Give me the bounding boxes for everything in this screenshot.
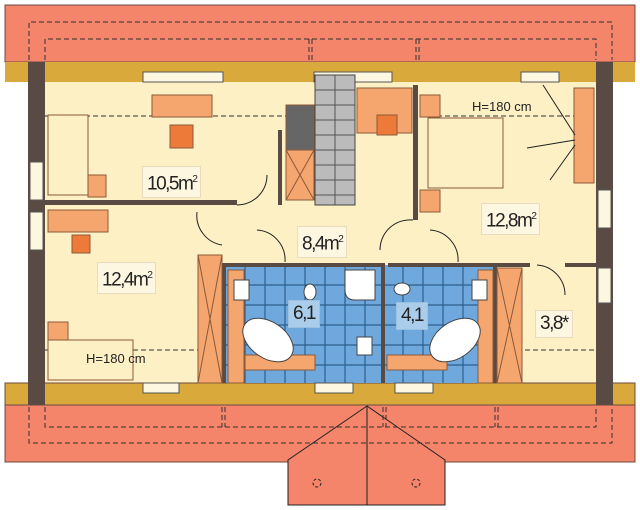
area-unit: m bbox=[177, 173, 194, 195]
area-unit: m bbox=[516, 210, 533, 232]
room-area-label: 10,5m2 bbox=[142, 166, 202, 199]
shower bbox=[344, 269, 376, 301]
nightstand bbox=[419, 94, 441, 118]
toilet bbox=[303, 283, 317, 301]
height-note: H=180 cm bbox=[472, 99, 532, 114]
chimney-vent bbox=[312, 478, 322, 488]
room-area-label: 4,1 bbox=[396, 302, 428, 330]
area-value: 12,4 bbox=[102, 269, 134, 291]
bathtub-1 bbox=[242, 317, 294, 363]
room-area-label: 6,1 bbox=[288, 300, 320, 328]
chair bbox=[71, 234, 91, 254]
chimney-vent bbox=[411, 478, 421, 488]
sink bbox=[471, 279, 488, 301]
height-note: H=180 cm bbox=[86, 351, 146, 366]
nightstand bbox=[87, 174, 107, 198]
area-value: 3,8* bbox=[540, 313, 569, 334]
area-unit: m bbox=[132, 269, 149, 291]
chair bbox=[169, 124, 194, 149]
area-value: 8,4 bbox=[302, 233, 325, 255]
area-exponent: 2 bbox=[147, 270, 153, 281]
bathtub-2 bbox=[429, 317, 481, 363]
desk-bottom-left bbox=[47, 209, 109, 233]
sanitary-fixtures bbox=[233, 269, 488, 363]
bed-bottom-left bbox=[47, 339, 134, 381]
dresser bbox=[573, 87, 595, 184]
sink bbox=[233, 279, 250, 301]
chair bbox=[376, 114, 398, 136]
roof-top bbox=[4, 4, 636, 63]
washer bbox=[356, 336, 373, 356]
room-area-label: 8,4m2 bbox=[297, 226, 348, 259]
area-value: 10,5 bbox=[147, 173, 179, 195]
area-exponent: 2 bbox=[338, 234, 344, 245]
dormer-roof bbox=[287, 405, 446, 506]
room-area-label: 12,4m2 bbox=[97, 262, 157, 295]
nightstand bbox=[419, 189, 441, 213]
desk-left bbox=[151, 94, 213, 118]
furniture bbox=[47, 87, 595, 384]
room-area-label: 12,8m2 bbox=[481, 203, 541, 236]
area-value: 6,1 bbox=[293, 303, 316, 324]
appliance bbox=[285, 104, 315, 151]
nightstand bbox=[47, 321, 69, 341]
area-exponent: 2 bbox=[531, 211, 537, 222]
area-unit: m bbox=[323, 233, 340, 255]
toilet bbox=[393, 282, 411, 296]
area-exponent: 2 bbox=[192, 174, 198, 185]
bath-step bbox=[386, 354, 448, 371]
bed-left bbox=[47, 114, 89, 196]
doors bbox=[196, 84, 576, 296]
room-area-label: 3,8* bbox=[535, 310, 573, 338]
area-value: 4,1 bbox=[401, 305, 424, 326]
staircase bbox=[314, 74, 356, 206]
double-bed bbox=[427, 117, 504, 189]
area-value: 12,8 bbox=[486, 210, 518, 232]
